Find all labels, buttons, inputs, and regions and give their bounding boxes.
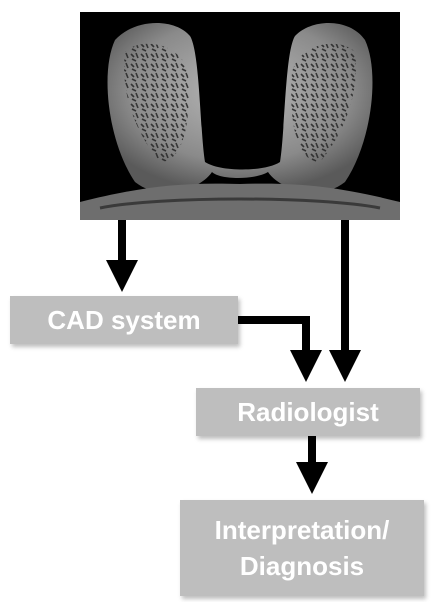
interpretation-label: Interpretation/: [215, 512, 390, 548]
cad-system-label: CAD system: [47, 305, 200, 336]
diagnosis-label: Diagnosis: [240, 548, 364, 584]
radiologist-box: Radiologist: [196, 388, 420, 436]
cad-system-box: CAD system: [10, 296, 238, 344]
arrow-cad-to-radiologist: [235, 320, 306, 366]
interpretation-diagnosis-box: Interpretation/ Diagnosis: [180, 500, 424, 596]
radiologist-label: Radiologist: [237, 397, 379, 428]
